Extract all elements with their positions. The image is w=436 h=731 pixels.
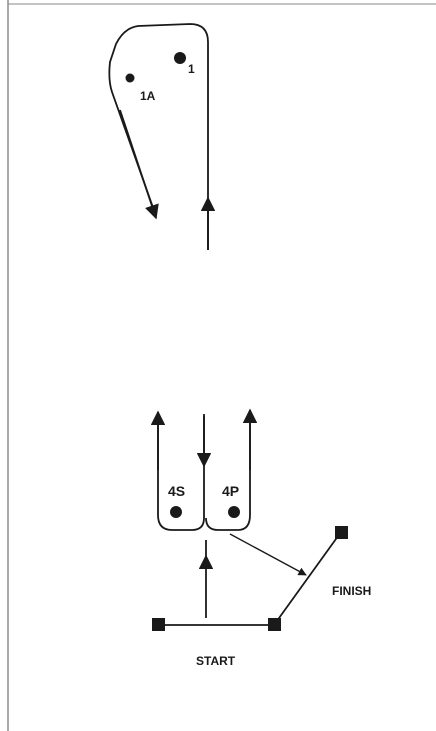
mark-4s-icon [170, 506, 182, 518]
mark-1-icon [174, 52, 186, 64]
mark-4s-label: 4S [168, 483, 185, 499]
mark-1-label: 1 [188, 62, 195, 76]
gate-4p-path [205, 412, 251, 531]
arrow-to-finish [229, 533, 307, 576]
finish-pin-icon [335, 526, 348, 539]
mark-4p-label: 4P [222, 483, 239, 499]
mark-4p-icon [228, 506, 240, 518]
finish-label: FINISH [332, 584, 371, 598]
mark-1a-label: 1A [140, 89, 156, 103]
finish-line [273, 531, 342, 626]
rounding-path-mark-1 [108, 23, 209, 250]
start-pin-icon [152, 618, 165, 631]
gate-4s-path [157, 412, 205, 531]
mark-1a-icon [125, 73, 135, 83]
arrow-down-from-mark-1a [119, 109, 159, 220]
start-label: START [196, 654, 236, 668]
